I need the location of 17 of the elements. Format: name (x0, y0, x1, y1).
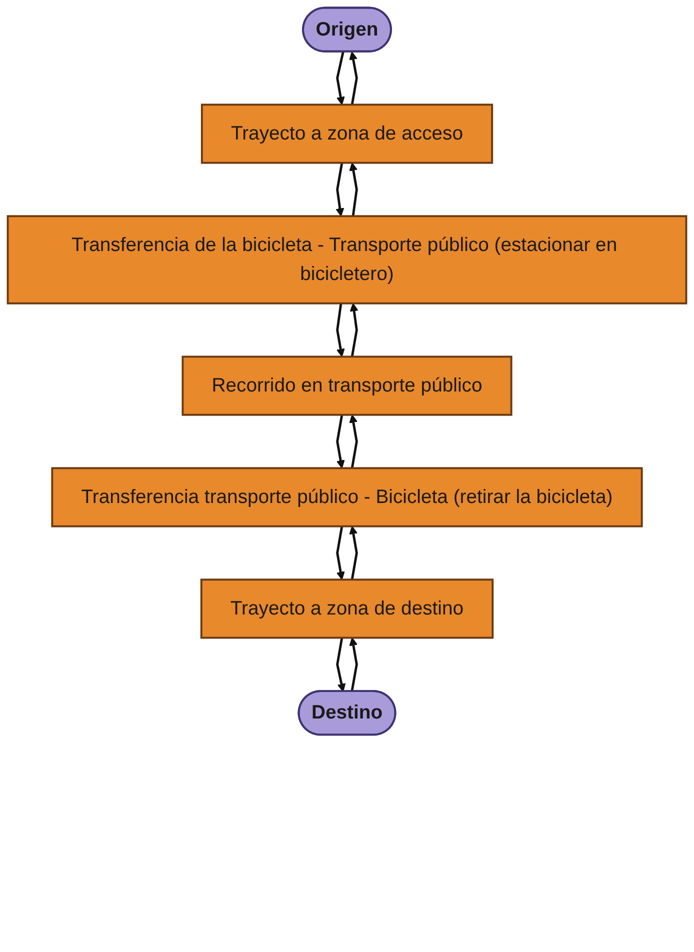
node-box: Transferencia de la bicicleta - Transporte público (estacionar en bicicletero) (6, 215, 688, 304)
arrow (350, 303, 358, 357)
arrow (349, 414, 358, 468)
node-box: Recorrido en transporte público (182, 356, 512, 416)
arrow (349, 162, 358, 216)
arrow (336, 52, 345, 106)
arrow (336, 526, 345, 580)
node-box: Transferencia transporte público - Bicicleta (retirar la bicicleta) (51, 467, 643, 528)
arrow (336, 638, 346, 692)
arrow (349, 637, 358, 692)
arrow (349, 51, 358, 105)
arrow (336, 414, 345, 469)
arrow (336, 162, 344, 217)
node-box: Trayecto a zona de acceso (200, 104, 494, 164)
arrow (349, 526, 358, 580)
arrow (336, 303, 345, 358)
node-box: Trayecto a zona de destino (200, 578, 494, 639)
